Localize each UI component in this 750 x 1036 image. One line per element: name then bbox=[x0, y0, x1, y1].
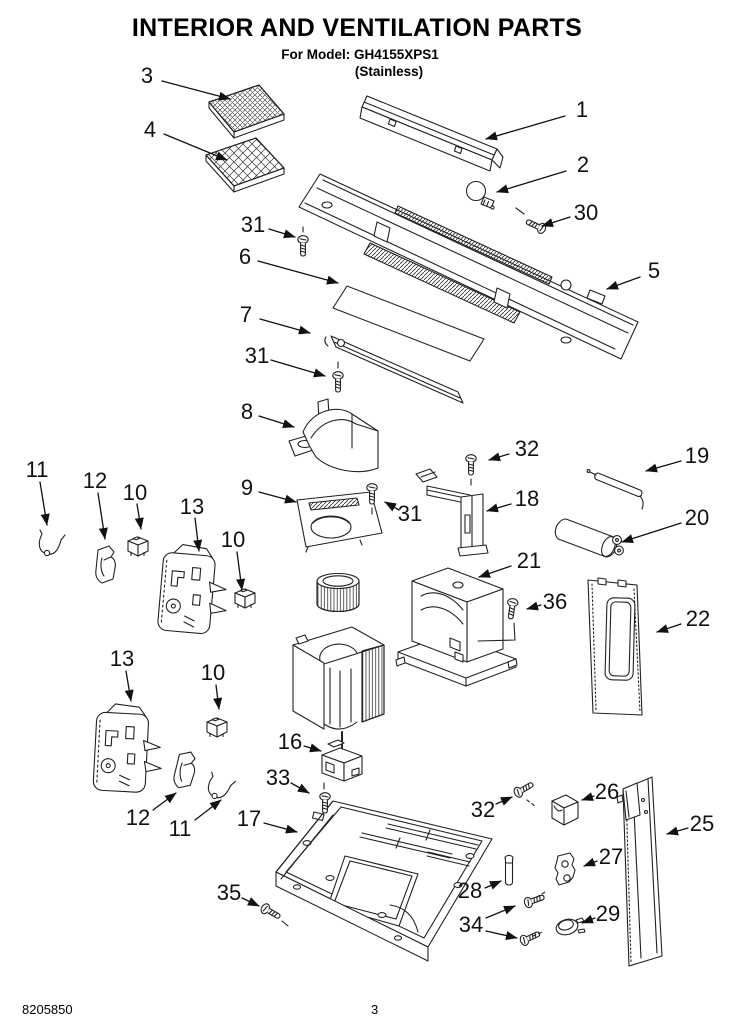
callout-13-b: 13 bbox=[109, 646, 135, 671]
callout-17: 17 bbox=[236, 806, 262, 831]
callout-6: 6 bbox=[238, 244, 252, 269]
callout-36: 36 bbox=[542, 589, 568, 614]
latch-lever-part12-b bbox=[172, 749, 198, 791]
vent-grille-part1 bbox=[359, 95, 504, 172]
callout-19: 19 bbox=[684, 443, 710, 468]
screw-part33 bbox=[319, 782, 331, 814]
glass-plate-part6 bbox=[332, 285, 485, 362]
callout-16: 16 bbox=[277, 729, 303, 754]
turntable-motor-part16 bbox=[321, 731, 363, 782]
callout-28: 28 bbox=[457, 878, 483, 903]
mount-plate-part9 bbox=[296, 491, 383, 553]
callout-11-b: 11 bbox=[168, 816, 192, 841]
callout-32-a: 32 bbox=[514, 436, 540, 461]
clip-part27 bbox=[554, 852, 576, 886]
capacitor-part20 bbox=[554, 518, 624, 558]
callout-18: 18 bbox=[514, 486, 540, 511]
micro-switch-part10-c bbox=[206, 717, 228, 738]
light-bulb-part2 bbox=[465, 180, 495, 210]
pin-part28 bbox=[504, 854, 514, 886]
heater-rod-part19 bbox=[586, 469, 644, 510]
callout-13-a: 13 bbox=[179, 494, 205, 519]
callout-11-a: 11 bbox=[25, 457, 49, 482]
callout-31-a: 31 bbox=[240, 212, 266, 237]
page-number: 3 bbox=[371, 1002, 379, 1017]
micro-switch-part10-b bbox=[234, 588, 256, 609]
screw-part31-c bbox=[366, 483, 378, 515]
screw-part35 bbox=[258, 901, 289, 927]
latch-lever-part12-a bbox=[95, 545, 116, 584]
trim-strip-part7 bbox=[324, 335, 464, 404]
model-line: For Model: GH4155XPS1 bbox=[281, 47, 439, 62]
callout-27: 27 bbox=[598, 844, 624, 869]
callout-29: 29 bbox=[595, 901, 621, 926]
callout-35: 35 bbox=[216, 880, 242, 905]
bracket-part26 bbox=[551, 794, 579, 826]
callout-34: 34 bbox=[458, 912, 484, 937]
callout-12-a: 12 bbox=[82, 468, 108, 493]
mount-bracket-part18 bbox=[415, 468, 489, 557]
callout-3: 3 bbox=[140, 63, 154, 88]
callout-25: 25 bbox=[689, 811, 715, 836]
callout-21: 21 bbox=[516, 548, 542, 573]
screw-part31-b bbox=[332, 361, 344, 393]
screw-part32-b bbox=[511, 778, 536, 807]
callout-31-c: 31 bbox=[397, 501, 423, 526]
grease-filter-part3 bbox=[208, 84, 285, 139]
side-channel-part25 bbox=[616, 776, 663, 967]
callout-8: 8 bbox=[240, 399, 254, 424]
callout-32-b: 32 bbox=[470, 797, 496, 822]
base-pan-part17 bbox=[275, 800, 493, 962]
callout-26: 26 bbox=[594, 779, 620, 804]
callout-31-b: 31 bbox=[244, 343, 270, 368]
blower-wheel-part14 bbox=[316, 572, 360, 613]
callout-20: 20 bbox=[684, 505, 710, 530]
leader-arrows bbox=[39, 80, 689, 941]
callout-22: 22 bbox=[685, 606, 711, 631]
blower-housing-part15 bbox=[292, 626, 385, 730]
micro-switch-part10-a bbox=[127, 536, 149, 557]
thermostat-part29 bbox=[555, 917, 586, 936]
callout-33: 33 bbox=[265, 765, 291, 790]
callout-10-b: 10 bbox=[220, 527, 246, 552]
callout-12-b: 12 bbox=[125, 805, 151, 830]
callout-9: 9 bbox=[240, 475, 254, 500]
grease-filter-part4 bbox=[205, 137, 285, 193]
screw-part36 bbox=[477, 597, 520, 642]
screw-part31-a bbox=[297, 226, 309, 257]
cover-panel-part22 bbox=[587, 577, 643, 716]
page-title: INTERIOR AND VENTILATION PARTS bbox=[131, 14, 583, 42]
callout-7: 7 bbox=[239, 302, 253, 327]
latch-plate-part13-a bbox=[156, 542, 233, 637]
callout-2: 2 bbox=[576, 152, 590, 177]
callout-10-a: 10 bbox=[122, 480, 148, 505]
callout-4: 4 bbox=[143, 117, 157, 142]
screw-part30 bbox=[515, 207, 548, 236]
latch-plate-part13-b bbox=[92, 702, 165, 794]
screw-part34-b bbox=[518, 928, 543, 948]
document-number: 8205850 bbox=[22, 1002, 73, 1017]
callout-5: 5 bbox=[647, 258, 661, 283]
screw-part34-a bbox=[522, 891, 547, 910]
callout-10-c: 10 bbox=[200, 660, 226, 685]
top-vent-panel-part5 bbox=[298, 173, 639, 360]
latch-spring-part11-a bbox=[38, 529, 66, 557]
air-duct-part8 bbox=[288, 398, 379, 473]
latch-spring-part11-b bbox=[205, 771, 237, 803]
screw-part32-a bbox=[465, 454, 477, 486]
finish-line: (Stainless) bbox=[354, 64, 424, 79]
callout-1: 1 bbox=[575, 97, 589, 122]
transformer-part21 bbox=[395, 567, 518, 687]
callout-30: 30 bbox=[573, 200, 599, 225]
